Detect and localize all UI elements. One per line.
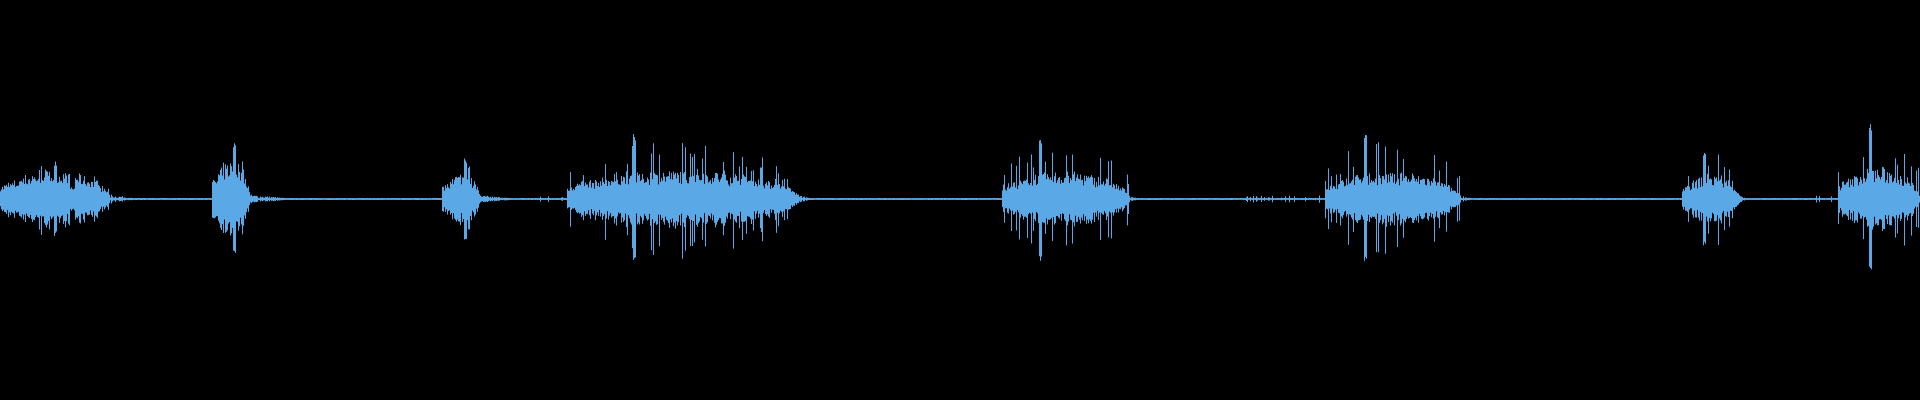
waveform-bars	[0, 124, 1920, 270]
